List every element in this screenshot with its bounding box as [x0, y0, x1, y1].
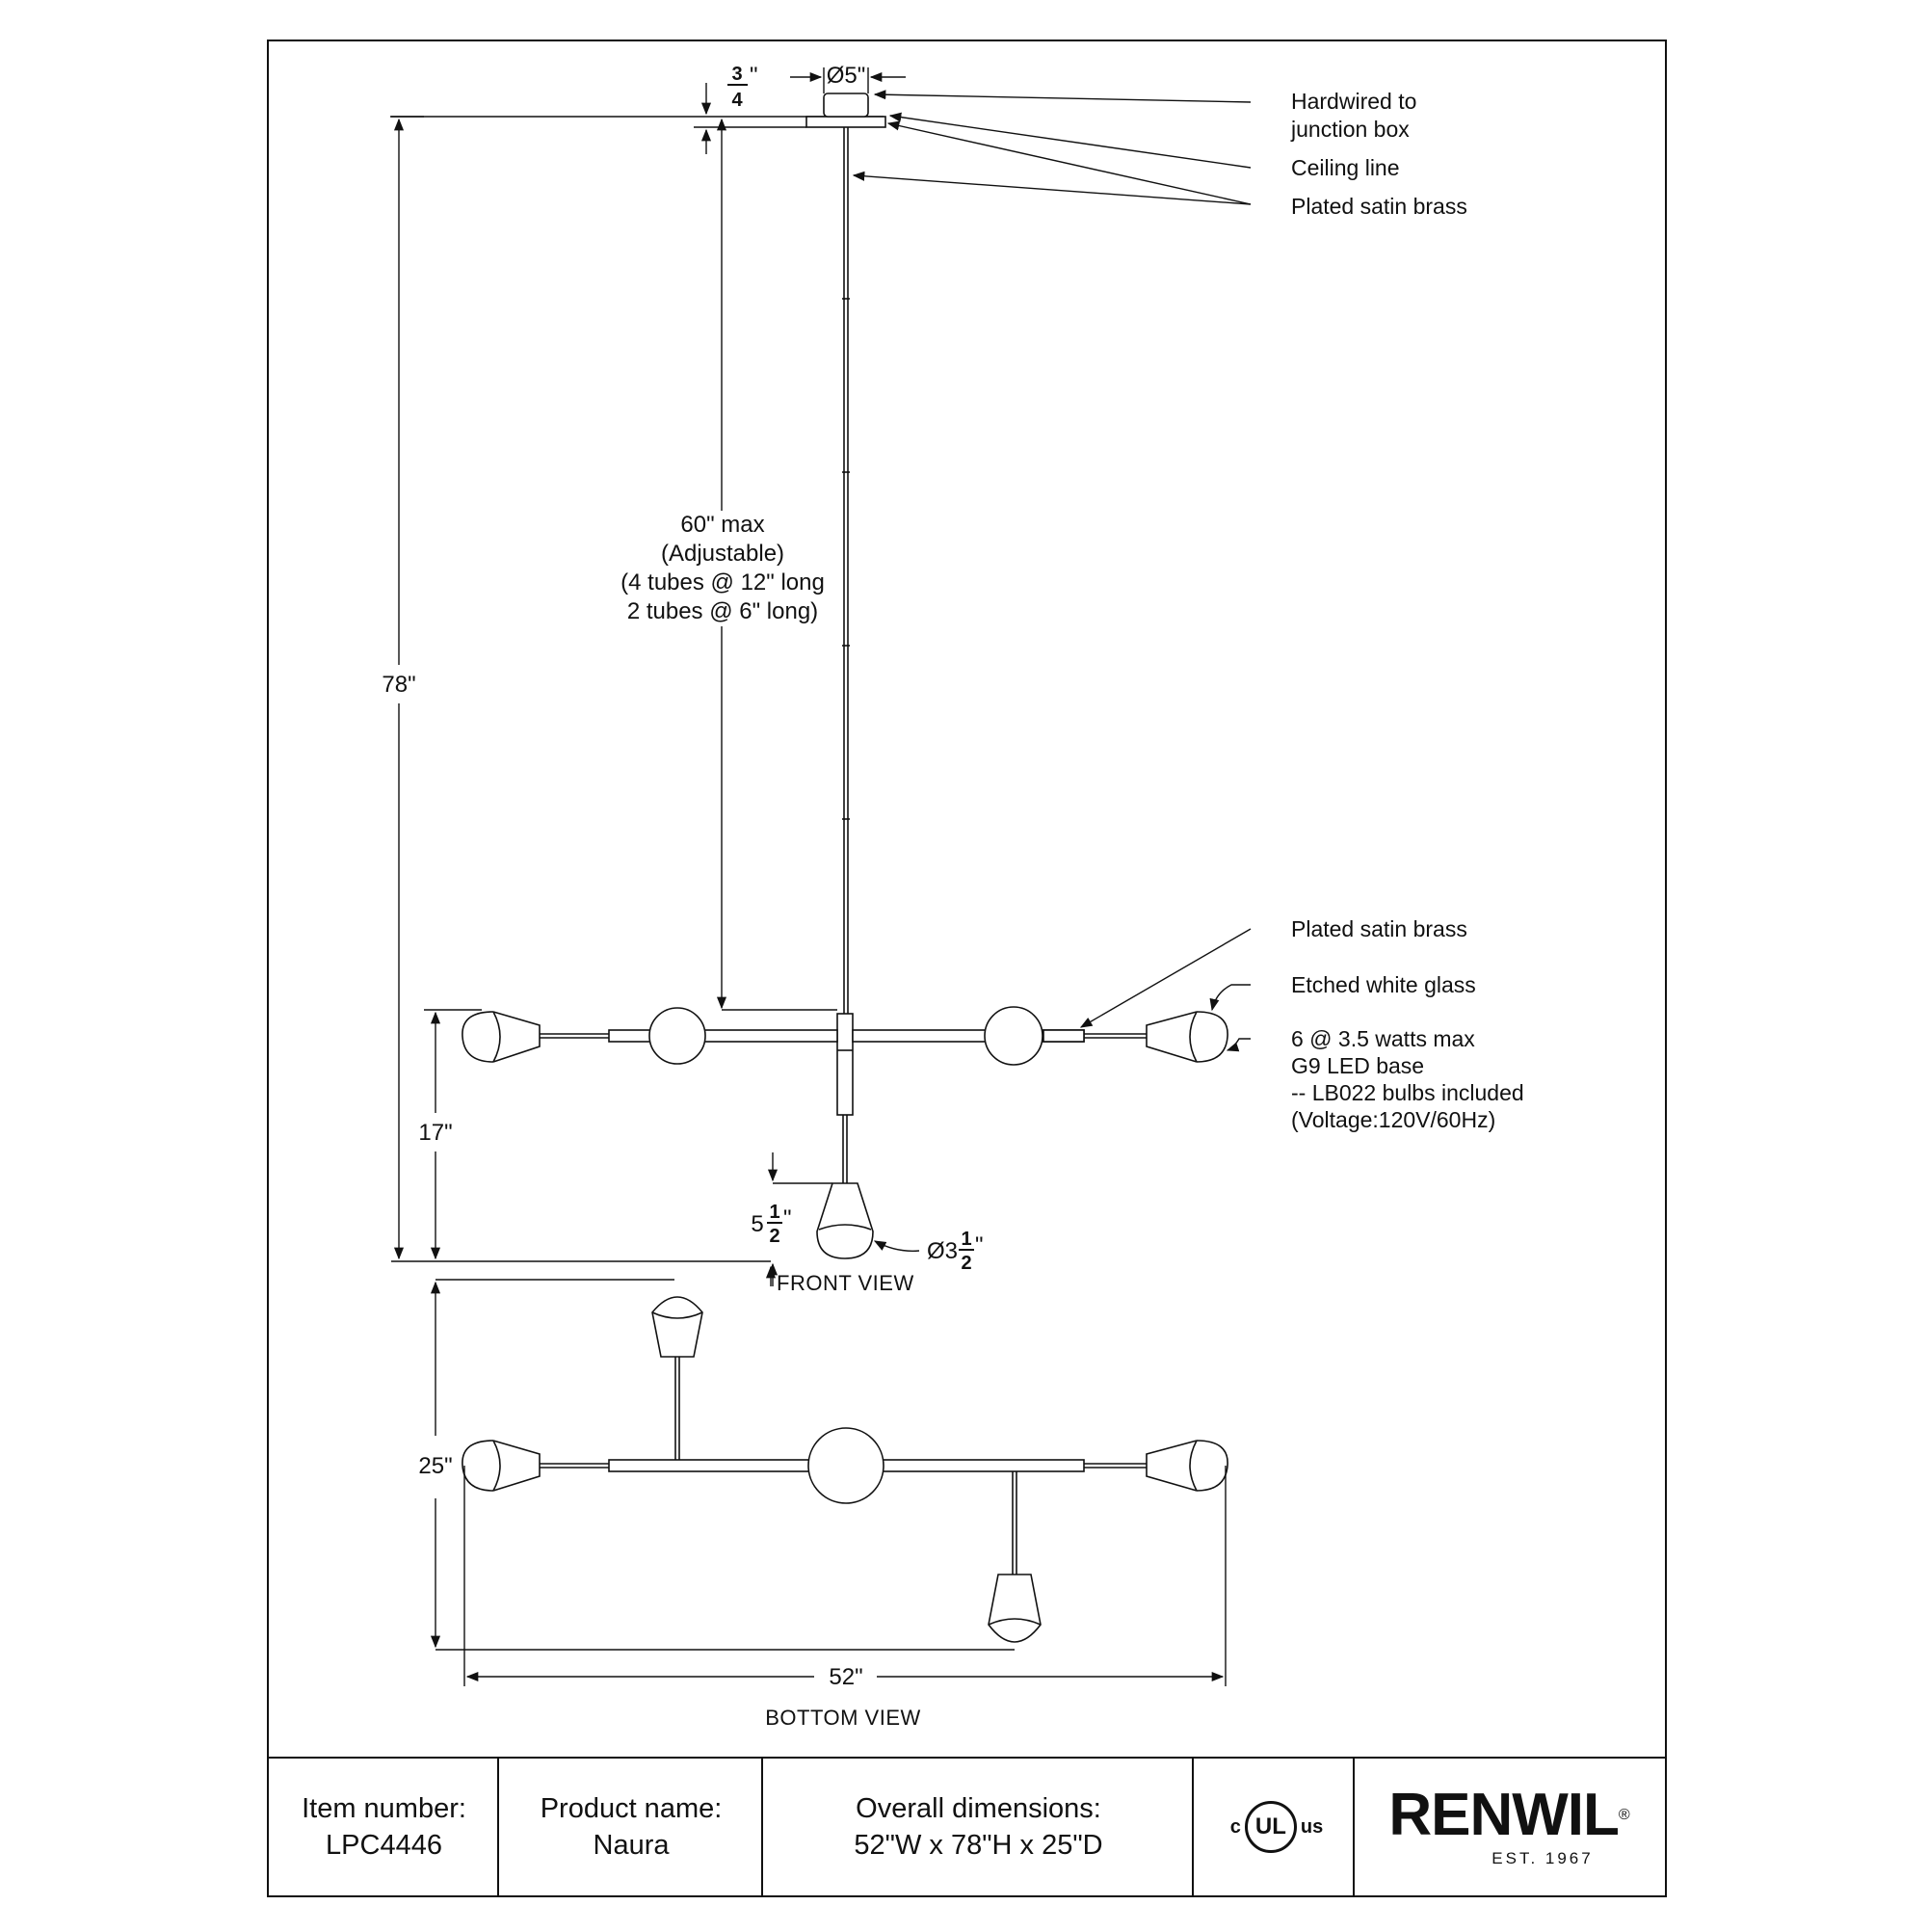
item-number-value: LPC4446	[326, 1830, 442, 1861]
body-height-dim: 17"	[418, 1120, 452, 1146]
rear-shade-right	[984, 1006, 1043, 1066]
overall-dimensions-cell: Overall dimensions: 52"W x 78"H x 25"D	[764, 1758, 1193, 1896]
cert-c: c	[1229, 1815, 1241, 1838]
rear-shade-left	[648, 1007, 706, 1065]
depth-dim: 25"	[418, 1453, 452, 1479]
shade-height-whole: 5	[751, 1211, 763, 1237]
bottom-shade-right	[1146, 1440, 1228, 1492]
shade-bottom	[816, 1182, 874, 1259]
rod-length-3: (4 tubes @ 12" long	[620, 569, 825, 595]
canopy-height-den: 4	[731, 90, 743, 111]
overall-dimensions-value: 52"W x 78"H x 25"D	[854, 1830, 1103, 1861]
callout-bulb-4: (Voltage:120V/60Hz)	[1291, 1107, 1495, 1132]
canopy-diameter: Ø5"	[827, 63, 866, 89]
rod-length-4: 2 tubes @ 6" long)	[627, 598, 818, 624]
shade-height-num: 1	[769, 1202, 779, 1223]
bottom-arm-left	[608, 1459, 810, 1472]
svg-text:": "	[975, 1232, 984, 1258]
callout-hardwired-1: Hardwired to	[1291, 89, 1416, 114]
product-name-value: Naura	[593, 1830, 670, 1861]
shade-left	[462, 1011, 541, 1063]
shade-height-den: 2	[769, 1226, 779, 1247]
bottom-shade-lower	[988, 1574, 1042, 1643]
product-name-cell: Product name: Naura	[500, 1758, 762, 1896]
shade-right	[1146, 1011, 1228, 1063]
overall-dimensions-label: Overall dimensions:	[856, 1793, 1101, 1824]
brand-logo: RENWIL® EST. 1967	[1356, 1758, 1662, 1896]
callout-text: Hardwired to junction box Ceiling line P…	[1290, 89, 1524, 1132]
canopy-height-num: 3	[731, 64, 742, 85]
bottom-view-label: BOTTOM VIEW	[765, 1706, 921, 1730]
width-dim: 52"	[829, 1664, 862, 1690]
sheet-border	[267, 40, 1667, 1897]
callout-hardwired-2: junction box	[1290, 117, 1410, 142]
shade-diameter-whole: Ø3	[927, 1238, 958, 1264]
bottom-view	[462, 1296, 1228, 1643]
callout-ceiling: Ceiling line	[1291, 155, 1400, 180]
ul-certification-mark: c UL us	[1197, 1758, 1357, 1896]
canopy-plate	[805, 116, 886, 128]
svg-text:": "	[750, 63, 758, 89]
item-number-cell: Item number: LPC4446	[270, 1758, 498, 1896]
bottom-shade-left	[462, 1440, 541, 1492]
shade-diameter-den: 2	[961, 1253, 971, 1274]
dimension-lines	[391, 67, 1227, 1686]
product-name-label: Product name:	[540, 1793, 723, 1824]
front-view-label: FRONT VIEW	[777, 1271, 914, 1295]
brand-registered-mark: ®	[1618, 1807, 1630, 1823]
callout-glass: Etched white glass	[1291, 972, 1476, 997]
item-number-label: Item number:	[302, 1793, 466, 1824]
callout-leaders	[852, 90, 1252, 1052]
rod-length-2: (Adjustable)	[661, 541, 784, 567]
brand-name: RENWIL	[1388, 1782, 1620, 1848]
callout-plated-top: Plated satin brass	[1291, 194, 1467, 219]
callout-bulb-3: -- LB022 bulbs included	[1291, 1080, 1524, 1105]
bottom-shade-top	[651, 1296, 703, 1358]
bottom-center-shade	[807, 1427, 884, 1504]
callout-plated-arm: Plated satin brass	[1291, 916, 1467, 941]
canopy	[823, 93, 869, 118]
ul-logo-icon: UL	[1244, 1801, 1297, 1853]
arm-left	[608, 1029, 838, 1043]
rod-length-1: 60" max	[680, 512, 764, 538]
bottom-arm-right	[882, 1459, 1085, 1472]
center-hub	[836, 1013, 854, 1116]
callout-bulb-2: G9 LED base	[1291, 1053, 1424, 1078]
front-view	[390, 93, 1228, 1259]
cert-us: us	[1300, 1815, 1324, 1838]
shade-diameter-num: 1	[961, 1229, 971, 1250]
overall-height-dim: 78"	[382, 672, 415, 698]
brand-established: EST. 1967	[1491, 1849, 1594, 1867]
svg-text:": "	[783, 1205, 792, 1231]
callout-bulb-1: 6 @ 3.5 watts max	[1291, 1026, 1475, 1051]
dimension-text: 3 4 " Ø5" 60" max (Adjustable) (4 tubes …	[382, 63, 983, 1730]
